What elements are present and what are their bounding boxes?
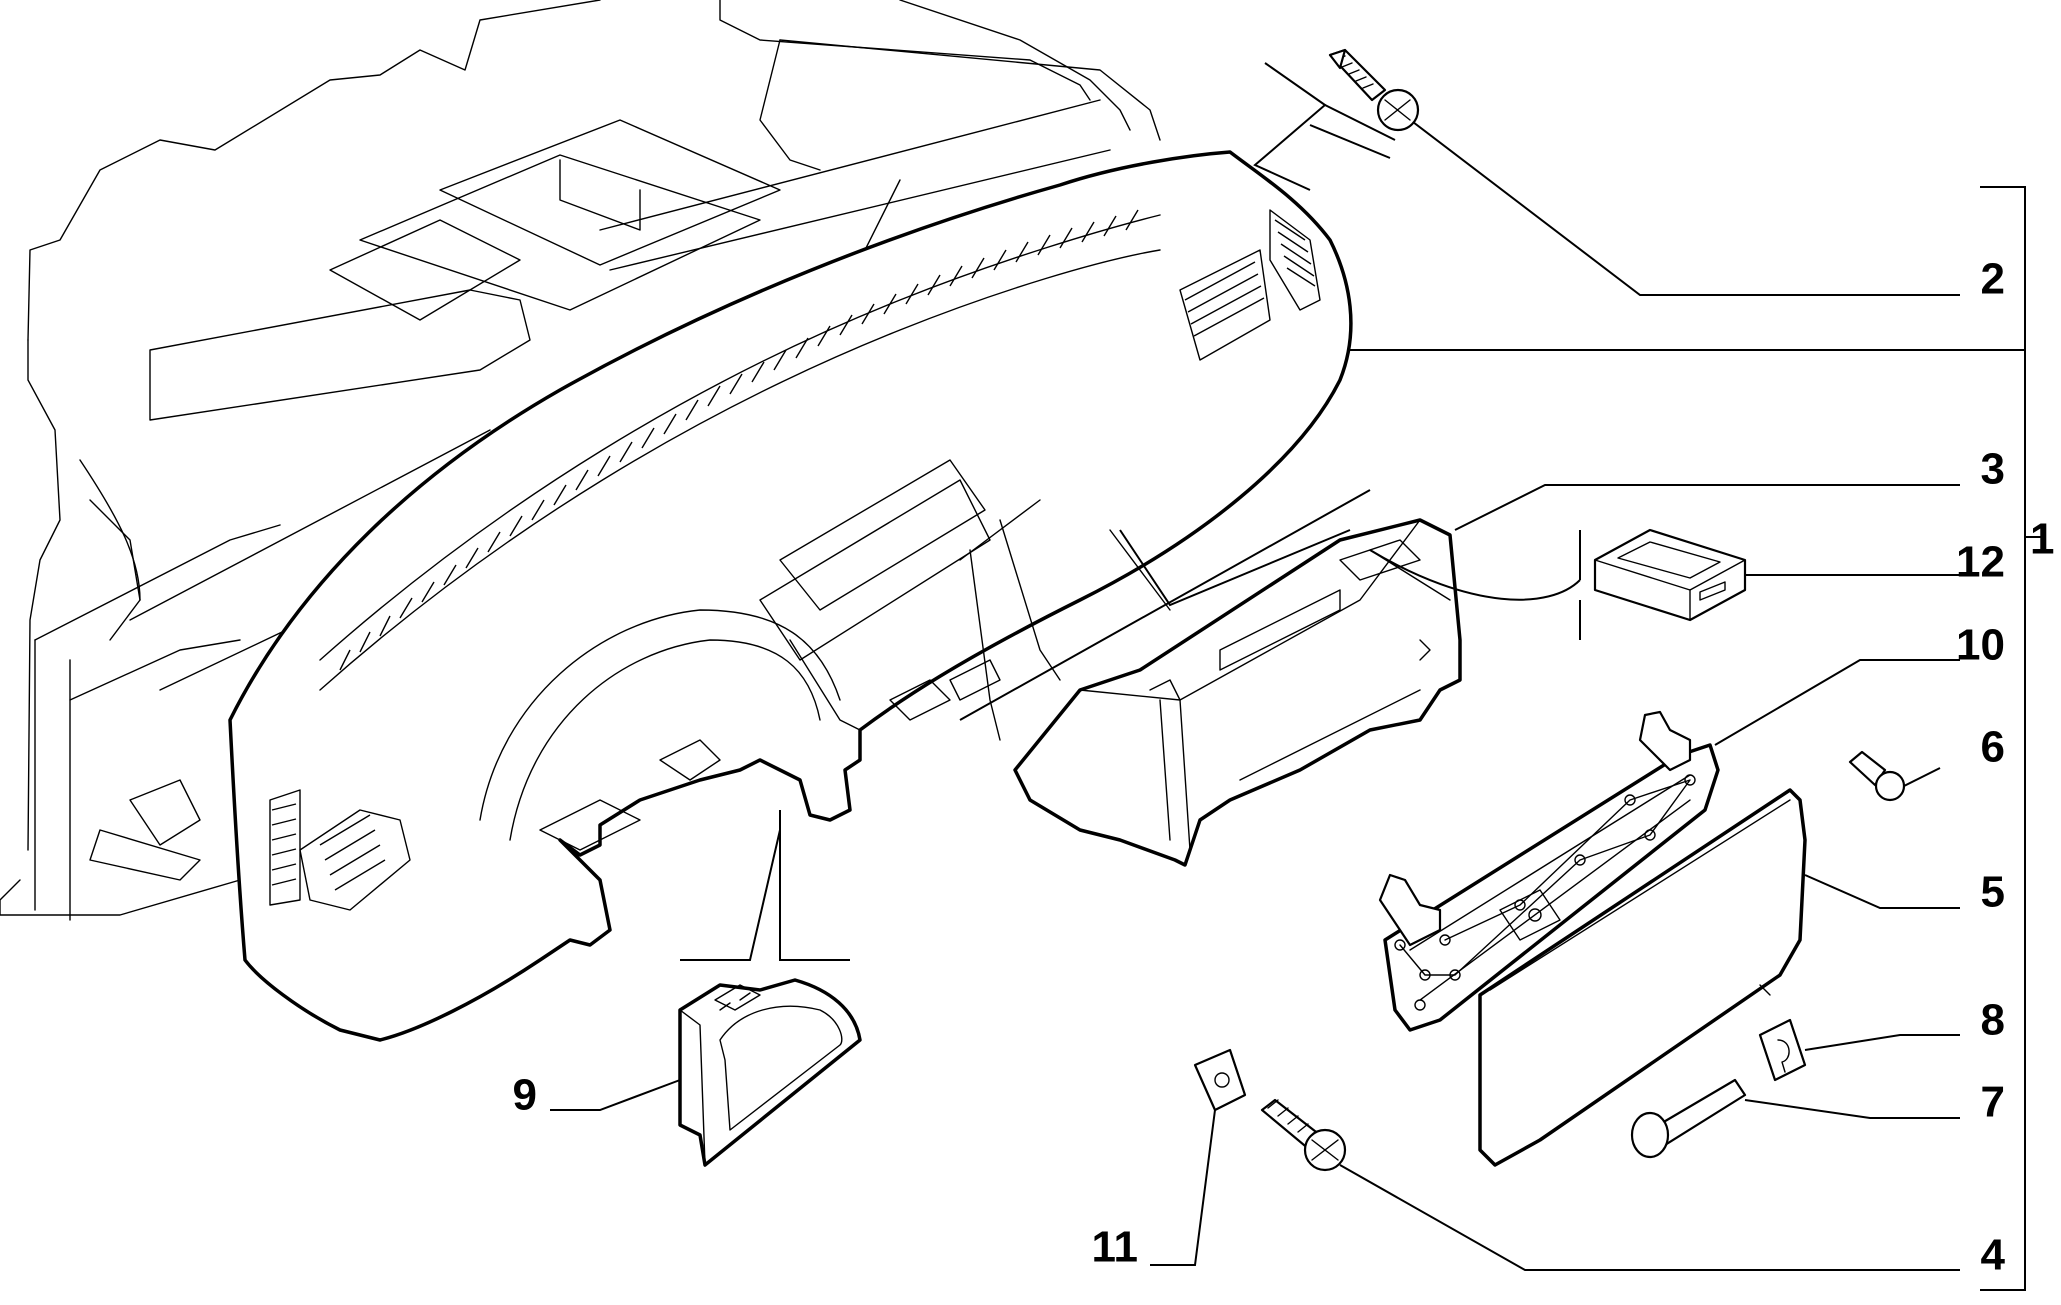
glovebox-hinge-frame	[1378, 710, 1720, 1032]
callout-labels: 1 2 3 4 5 6 7 8 9 10 11 12	[513, 255, 2055, 1280]
callout-7: 7	[1981, 1078, 2005, 1127]
storage-tray	[1593, 528, 1747, 622]
callout-9: 9	[513, 1071, 537, 1120]
callout-6: 6	[1981, 723, 2005, 772]
clip-nut-11	[1193, 1048, 1247, 1112]
callout-3: 3	[1981, 445, 2005, 494]
callout-5: 5	[1981, 868, 2005, 917]
trim-panel-9	[678, 978, 862, 1167]
screw-6	[1848, 750, 1906, 802]
callout-11: 11	[1091, 1223, 1138, 1272]
leader-lines	[550, 121, 2045, 1291]
callout-8: 8	[1981, 996, 2005, 1045]
callout-2: 2	[1981, 255, 2005, 304]
assembly-lines	[680, 62, 1581, 961]
callout-10: 10	[1956, 621, 2005, 670]
pin-7	[1630, 1078, 1747, 1159]
screw-2	[1328, 48, 1420, 132]
screw-4	[1260, 1098, 1347, 1172]
glovebox-lid	[1478, 788, 1807, 1167]
clip-nut-8	[1758, 1018, 1807, 1082]
glovebox-housing	[1013, 518, 1462, 867]
callout-12: 12	[1956, 538, 2005, 587]
callout-1: 1	[2030, 515, 2054, 564]
dashboard-panel	[228, 150, 1353, 1042]
callout-4: 4	[1981, 1231, 2006, 1280]
defrost-vent-grille	[339, 209, 1139, 671]
